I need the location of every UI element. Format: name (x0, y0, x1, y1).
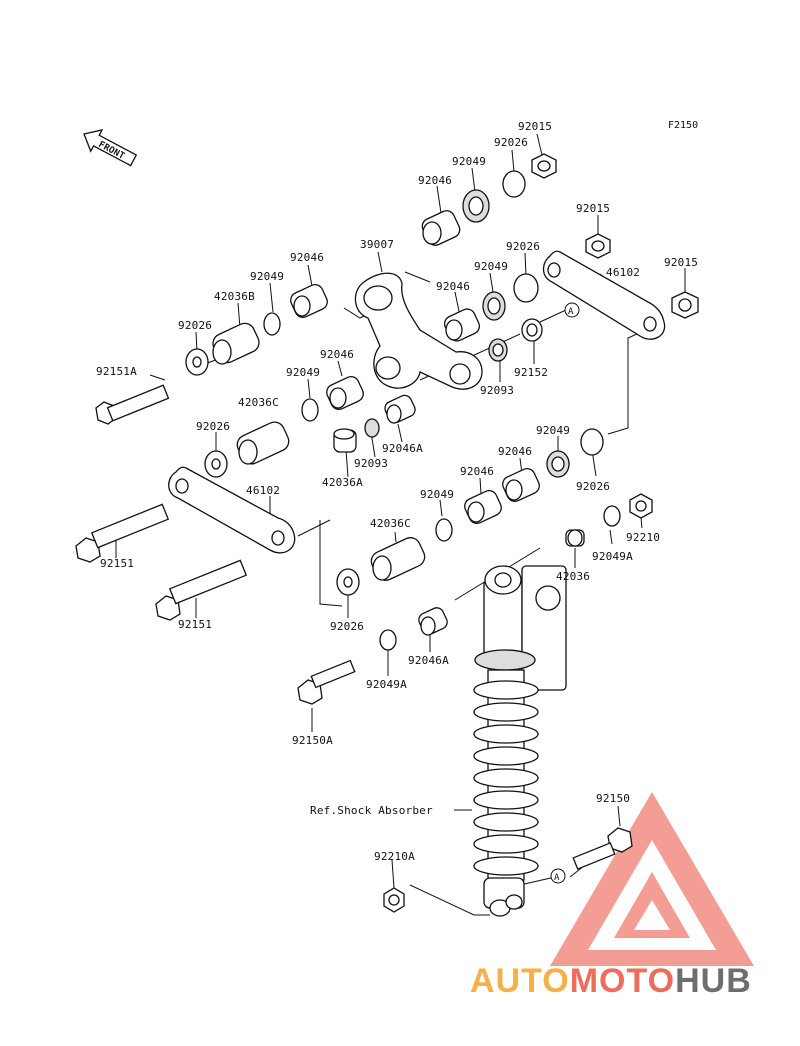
seal-92093-b (364, 418, 380, 438)
bearing-92046a-upper (384, 394, 416, 424)
label-92049a: 92049A (366, 678, 407, 691)
label-42036c: 42036C (370, 517, 411, 530)
bearing-92046-left (290, 284, 328, 318)
collar-42036c-lower (370, 537, 426, 581)
label-92150a: 92150A (292, 734, 333, 747)
label-92015: 92015 (576, 202, 610, 215)
label-92210: 92210 (626, 531, 660, 544)
label-92046: 92046 (290, 251, 324, 264)
collar-42036b (212, 322, 260, 365)
label-92049: 92049 (474, 260, 508, 273)
label-92049: 92049 (420, 488, 454, 501)
label-46102: 46102 (606, 266, 640, 279)
label-42036b: 42036B (214, 290, 255, 303)
washer-92026-top (502, 170, 526, 198)
label-92151a: 92151A (96, 365, 137, 378)
collar-92152 (521, 318, 543, 342)
collar-42036c-upper (236, 421, 290, 465)
seal-92049-lower (435, 518, 453, 542)
nut-92210 (629, 493, 653, 519)
ref-shock-absorber-label: Ref.Shock Absorber (310, 804, 433, 817)
label-92026: 92026 (576, 480, 610, 493)
svg-text:A: A (554, 873, 560, 883)
nut-92210a (383, 887, 405, 913)
collar-42036a (333, 428, 357, 453)
bolt-92151-upper (75, 503, 170, 563)
bearing-92046a-lower (418, 607, 448, 636)
label-92046: 92046 (320, 348, 354, 361)
label-92151: 92151 (178, 618, 212, 631)
label-92026: 92026 (330, 620, 364, 633)
bearing-92046-mid (443, 308, 481, 342)
label-92049: 92049 (286, 366, 320, 379)
nut-92015-top (531, 153, 557, 179)
ref-marker-a-upper: A (564, 302, 580, 318)
label-92049: 92049 (452, 155, 486, 168)
label-42036a: 42036A (322, 476, 363, 489)
label-92026: 92026 (506, 240, 540, 253)
washer-92026-right (580, 428, 604, 456)
front-arrow-icon: FRONT (83, 129, 138, 167)
label-92093: 92093 (354, 457, 388, 470)
label-92046a: 92046A (382, 442, 423, 455)
label-92049a: 92049A (592, 550, 633, 563)
bolt-92150 (572, 827, 633, 870)
tie-rod-46102-lower (168, 466, 296, 554)
label-42036: 42036 (556, 570, 590, 583)
label-92049: 92049 (250, 270, 284, 283)
label-92150: 92150 (596, 792, 630, 805)
shock-absorber (473, 565, 567, 917)
bearing-92046-right (502, 468, 540, 502)
seal-92049a-lower (379, 629, 397, 651)
watermark-part-2: MOTO (569, 962, 676, 1000)
washer-92026-mid (513, 273, 539, 303)
nut-92015-right (671, 291, 699, 319)
collar-42036 (565, 529, 585, 547)
label-39007: 39007 (360, 238, 394, 251)
watermark-part-1: AUTO (470, 962, 570, 1000)
label-92015: 92015 (664, 256, 698, 269)
label-92152: 92152 (514, 366, 548, 379)
label-92093: 92093 (480, 384, 514, 397)
label-92026: 92026 (196, 420, 230, 433)
label-92026: 92026 (494, 136, 528, 149)
bolt-92151a (95, 384, 170, 425)
seal-92049-left (263, 312, 281, 336)
bearing-92046-right-2 (464, 490, 502, 524)
label-92046: 92046 (460, 465, 494, 478)
label-46102: 46102 (246, 484, 280, 497)
parts: A A (75, 153, 699, 917)
watermark-part-3: HUB (675, 962, 752, 1000)
tie-rod-46102-upper (542, 250, 666, 340)
label-92015: 92015 (518, 120, 552, 133)
label-92046: 92046 (418, 174, 452, 187)
label-92046: 92046 (436, 280, 470, 293)
label-92049: 92049 (536, 424, 570, 437)
label-92046a: 92046A (408, 654, 449, 667)
label-92210a: 92210A (374, 850, 415, 863)
part-labels: 92015 92026 92049 92046 92015 39007 9202… (96, 120, 698, 863)
svg-text:A: A (568, 307, 574, 317)
watermark-text: AUTOMOTOHUB (470, 962, 752, 1001)
nut-92015-mid (585, 233, 611, 259)
label-42036c: 42036C (238, 396, 279, 409)
label-92151: 92151 (100, 557, 134, 570)
bolt-92150a (297, 659, 356, 705)
seal-92049a-right (603, 505, 621, 527)
diagram-code: F2150 (668, 120, 699, 131)
bearing-92046-top (421, 210, 461, 246)
watermark-logo (550, 792, 754, 966)
bearing-92046-center (326, 376, 364, 410)
bolt-92151-lower (155, 559, 248, 621)
label-92046: 92046 (498, 445, 532, 458)
label-92026: 92026 (178, 319, 212, 332)
seal-92049-center (301, 398, 319, 422)
ref-marker-a-lower: A (550, 868, 566, 884)
